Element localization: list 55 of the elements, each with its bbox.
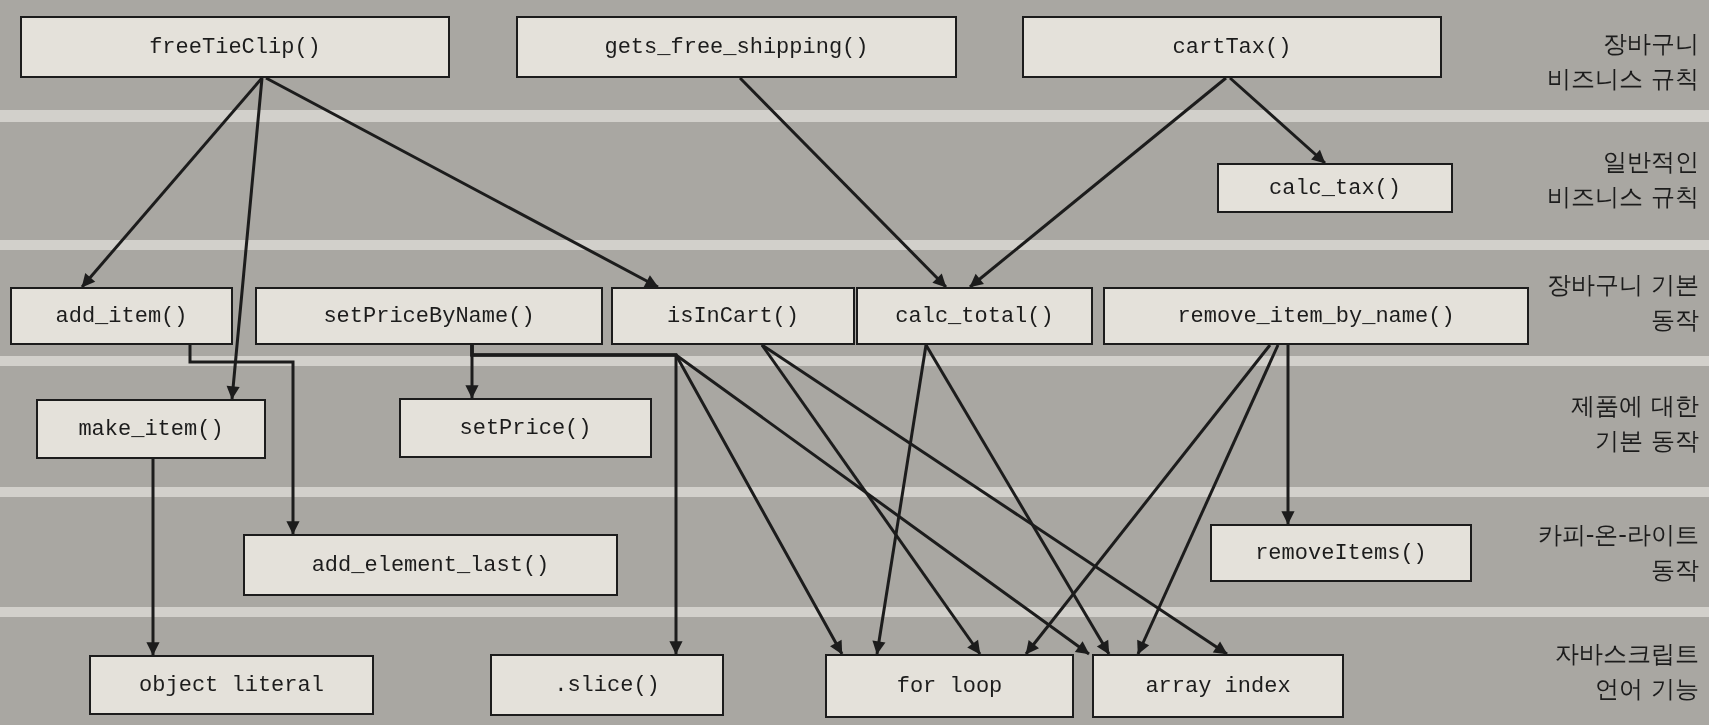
function-box [825,654,1074,718]
arrow [1281,345,1295,525]
layer-label: 제품에 대한 기본 동작 [1570,391,1699,457]
arrow [146,459,160,656]
function-name: array index [1145,673,1291,699]
arrow [738,76,948,289]
function-box [399,398,652,458]
function-name: calc_total() [895,303,1054,329]
arrow [761,343,1228,656]
function-name: remove_item_by_name() [1177,303,1455,329]
layer-label: 자바스크립트 언어 기능 [1554,639,1699,705]
arrow [924,344,1111,655]
function-box [89,655,374,715]
function-name: calc_tax() [1269,175,1401,201]
function-box [856,287,1093,345]
function-box [1217,163,1453,213]
function-box [1022,16,1442,78]
function-name: add_element_last() [311,552,550,578]
function-name: cartTax() [1172,34,1292,60]
function-box [255,287,603,345]
arrow [760,344,982,655]
arrow [1136,344,1280,655]
function-box [20,16,450,78]
function-name: for loop [896,673,1003,699]
function-box [1103,287,1529,345]
function-box [10,287,233,345]
function-box [516,16,957,78]
arrow [969,76,1227,289]
function-name: add_item() [55,303,188,329]
arrow [1229,76,1326,165]
function-name: freeTieClip() [149,34,321,60]
function-name: make_item() [78,416,224,442]
function-name: isInCart() [667,303,799,329]
function-box [243,534,618,596]
function-name: setPrice() [459,415,592,441]
function-box [36,399,266,459]
function-name: object literal [139,672,324,698]
function-name: setPriceByName() [323,303,535,329]
layer-label: 일반적인 비즈니스 규칙 [1546,147,1699,213]
arrow [226,77,264,400]
arrow [265,76,659,289]
arrow [1024,344,1272,655]
arrow [470,345,1090,656]
function-box [490,654,724,716]
arrow [188,345,300,535]
layer-label: 장바구니 비즈니스 규칙 [1546,29,1699,95]
layer-label: 장바구니 기본 동작 [1546,270,1699,336]
function-box [1092,654,1344,718]
function-name: gets_free_shipping() [604,34,869,60]
function-name: removeItems() [1255,540,1427,566]
function-box [1210,524,1472,582]
layer-label: 카피-온-라이트 동작 [1536,520,1699,586]
arrow [872,344,928,655]
function-box [611,287,855,345]
function-name: .slice() [554,672,660,698]
